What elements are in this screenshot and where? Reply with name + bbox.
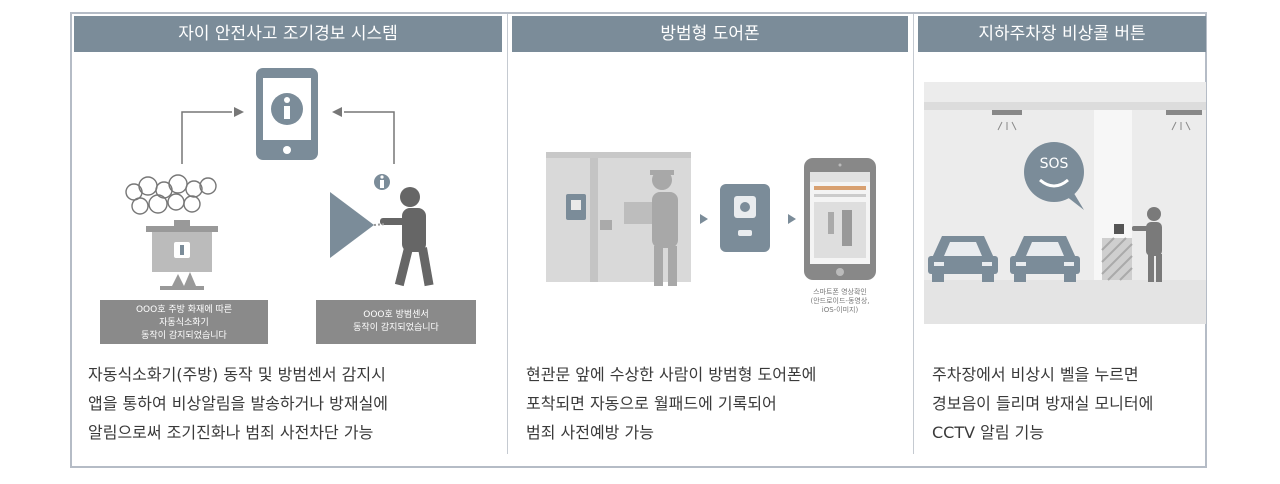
caption-line: 동작이 감지되었습니다 [353, 323, 439, 333]
note-line: (안드로이드-동영상, [810, 297, 870, 305]
caption-line: OOO호 방범센서 [363, 310, 429, 320]
panel-description: 주차장에서 비상시 벨을 누르면 경보음이 들리며 방재실 모니터에 CCTV … [932, 360, 1202, 447]
panel-early-warning: 자이 안전사고 조기경보 시스템 [74, 14, 502, 466]
parking-scene: SOS [924, 82, 1206, 324]
phone-note: 스마트폰 영상확인 (안드로이드-동영상, iOS-이미지) [794, 288, 886, 315]
note-line: 스마트폰 영상확인 [813, 288, 867, 296]
caption-kitchen-fire: OOO호 주방 화재에 따른 자동식소화기 동작이 감지되었습니다 [100, 300, 268, 344]
desc-line: 앱을 통하여 비상알림을 발송하거나 방재실에 [88, 394, 389, 413]
divider [913, 14, 914, 454]
illustration-doorphone: 스마트폰 영상확인 (안드로이드-동영상, iOS-이미지) [512, 62, 908, 344]
desc-line: 자동식소화기(주방) 동작 및 방범센서 감지시 [88, 365, 386, 384]
desc-line: 범죄 사전예방 가능 [526, 423, 654, 442]
panel-description: 현관문 앞에 수상한 사람이 방범형 도어폰에 포착되면 자동으로 월패드에 기… [526, 360, 904, 447]
caption-line: 동작이 감지되었습니다 [141, 331, 227, 341]
panel-title: 지하주차장 비상콜 버튼 [918, 16, 1206, 52]
desc-line: 현관문 앞에 수상한 사람이 방범형 도어폰에 [526, 365, 817, 384]
panel-parking-emergency: 지하주차장 비상콜 버튼 SOS [918, 14, 1206, 466]
note-line: iOS-이미지) [821, 306, 859, 314]
desc-line: 포착되면 자동으로 월패드에 기록되어 [526, 394, 777, 413]
caption-line: OOO호 주방 화재에 따른 [135, 305, 233, 315]
desc-line: 주차장에서 비상시 벨을 누르면 [932, 365, 1139, 384]
panel-title: 방범형 도어폰 [512, 16, 908, 52]
doorphone-scene [546, 152, 876, 286]
desc-line: 알림으로써 조기진화나 범죄 사전차단 가능 [88, 423, 374, 442]
illustration-parking: SOS [918, 62, 1206, 344]
sos-text: SOS [1040, 156, 1069, 172]
feature-frame: 자이 안전사고 조기경보 시스템 [70, 12, 1207, 468]
panel-title: 자이 안전사고 조기경보 시스템 [74, 16, 502, 52]
desc-line: 경보음이 들리며 방재실 모니터에 [932, 394, 1154, 413]
caption-line: 자동식소화기 [159, 318, 209, 328]
smartphone-info-icon [125, 68, 434, 290]
panel-description: 자동식소화기(주방) 동작 및 방범센서 감지시 앱을 통하여 비상알림을 발송… [88, 360, 498, 447]
panel-security-doorphone: 방범형 도어폰 [512, 14, 908, 466]
divider [507, 14, 508, 454]
illustration-early-warning: OOO호 주방 화재에 따른 자동식소화기 동작이 감지되었습니다 OOO호 방… [74, 62, 502, 344]
caption-security-sensor: OOO호 방범센서 동작이 감지되었습니다 [316, 300, 476, 344]
desc-line: CCTV 알림 기능 [932, 423, 1045, 442]
